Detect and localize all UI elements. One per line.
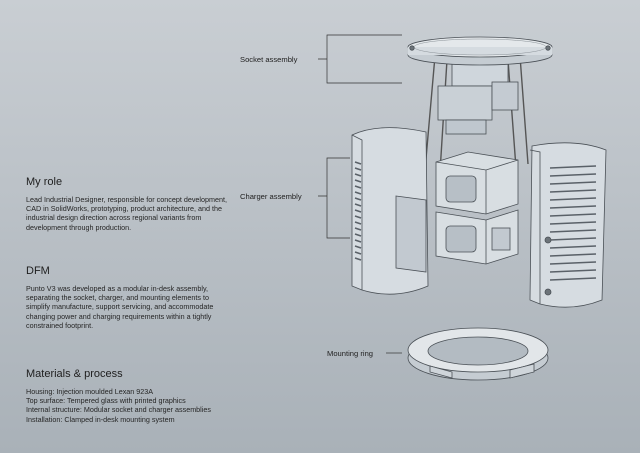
dfm-text: Punto V3 was developed as a modular in-d…	[26, 284, 214, 330]
materials-line-housing: Housing: Injection moulded Lexan 923A	[26, 387, 154, 396]
left-housing-part	[351, 127, 429, 295]
heading-my-role: My role	[26, 176, 63, 188]
heading-dfm: DFM	[26, 265, 50, 277]
callout-mounting-ring: Mounting ring	[327, 349, 374, 358]
heading-materials: Materials & process	[26, 368, 123, 380]
charger-assembly-part	[435, 151, 519, 265]
mounting-ring-part	[407, 327, 549, 381]
materials-line-installation: Installation: Clamped in-desk mounting s…	[26, 414, 175, 424]
socket-assembly-part	[407, 36, 553, 173]
my-role-text: Lead Industrial Designer, responsible fo…	[26, 195, 227, 232]
callout-lines	[318, 34, 402, 354]
callout-socket-assembly: Socket assembly	[240, 55, 298, 64]
materials-line-internal: Internal structure: Modular socket and c…	[26, 405, 211, 415]
section-my-role: My role Lead Industrial Designer, respon…	[26, 176, 231, 232]
callout-charger-assembly: Charger assembly	[240, 192, 302, 201]
section-dfm: DFM Punto V3 was developed as a modular …	[26, 265, 231, 330]
materials-line-top-surface: Top surface: Tempered glass with printed…	[26, 396, 186, 406]
section-materials: Materials & process Housing: Injection m…	[26, 368, 231, 424]
right-housing-part	[529, 142, 607, 308]
